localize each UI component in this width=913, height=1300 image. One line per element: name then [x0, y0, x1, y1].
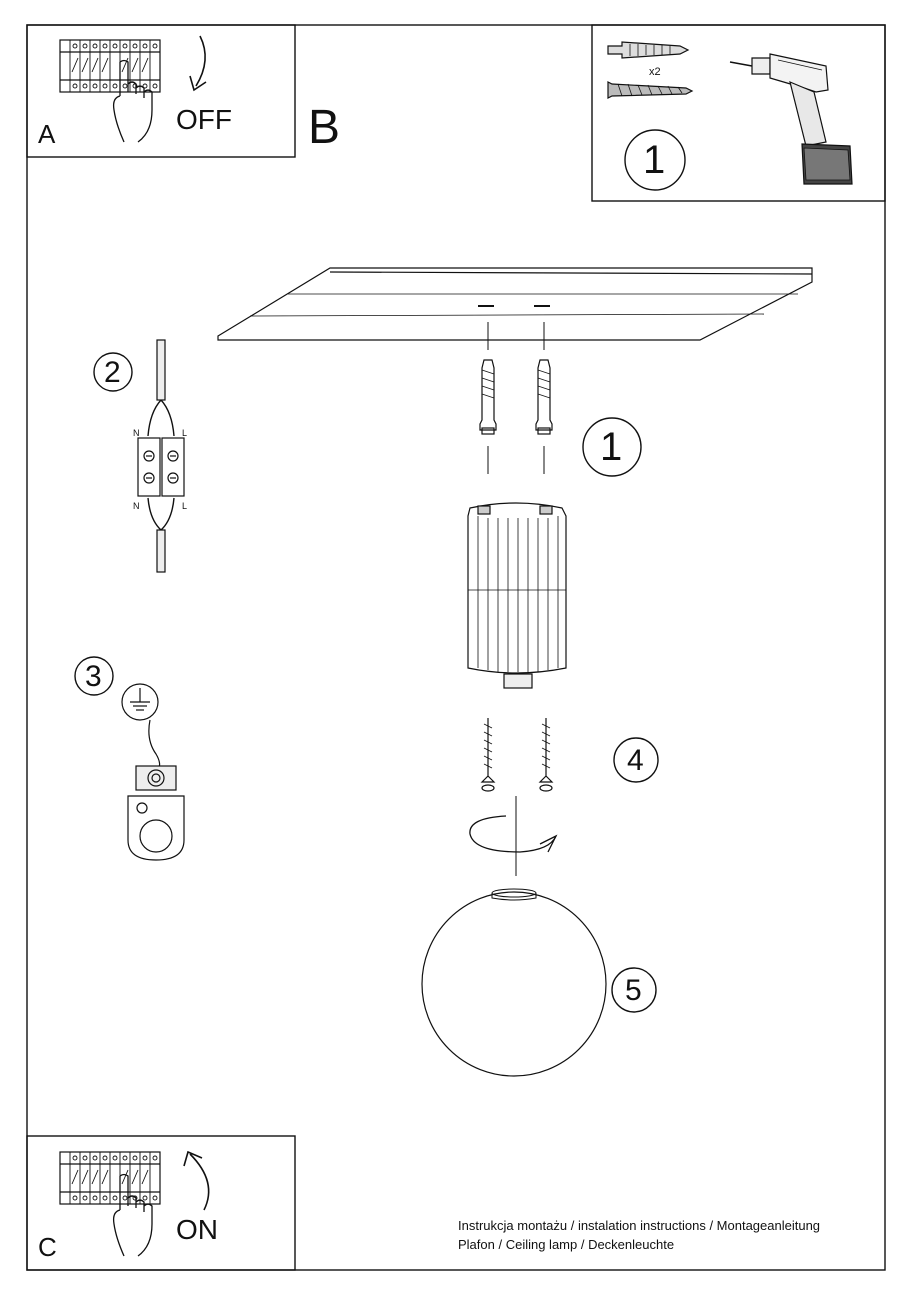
step-5-number: 5	[625, 974, 642, 1007]
step-circle	[74, 656, 114, 696]
screw-icon	[538, 718, 554, 792]
panel-c-letter: C	[38, 1232, 57, 1262]
arrow-down-icon	[189, 35, 207, 92]
tools-step-number: 1	[643, 138, 666, 182]
breaker-panel-icon	[59, 1151, 161, 1205]
ground-symbol-icon	[121, 683, 159, 721]
caption: Instrukcja montażu / instalation instruc…	[458, 1216, 820, 1254]
rotate-arrow-tip	[539, 834, 558, 853]
step-circle	[611, 967, 657, 1013]
rotate-arrow-icon	[469, 815, 557, 853]
wire-label-top-right: L	[182, 428, 188, 438]
tools-box	[591, 24, 886, 202]
caption-line-1: Instrukcja montażu / instalation instruc…	[458, 1218, 821, 1233]
caption-line-2: Plafon / Ceiling lamp / Deckenleuchte	[458, 1237, 675, 1252]
wall-plug-icon	[607, 41, 690, 59]
wire-label-top-left: N	[133, 428, 140, 438]
drill-icon	[729, 53, 853, 185]
step-4-number: 4	[627, 744, 644, 777]
step-2-number: 2	[104, 356, 121, 389]
hand-icon	[112, 1173, 153, 1257]
panel-a-box	[26, 24, 296, 158]
screw-icon	[480, 718, 496, 792]
glass-globe-icon	[421, 888, 607, 1077]
step-circle	[582, 417, 642, 477]
panel-a-letter: A	[38, 119, 56, 149]
terminal-block-icon	[137, 339, 185, 573]
step-1-number: 1	[600, 425, 623, 469]
step-3-number: 3	[85, 660, 102, 693]
tools-quantity: x2	[649, 66, 661, 78]
step-circle	[93, 352, 133, 392]
ceiling-plate-icon	[217, 267, 813, 341]
wall-plug-icon	[535, 359, 553, 435]
page-frame	[26, 24, 886, 1271]
guide-lines	[487, 322, 545, 876]
step-circle	[613, 737, 659, 783]
breaker-panel-icon	[59, 39, 161, 93]
wire-label-bottom-left: N	[133, 501, 140, 511]
step-circle	[624, 129, 686, 191]
screw-icon	[607, 81, 694, 99]
arrow-up-icon	[183, 1150, 210, 1211]
panel-b-letter: B	[308, 101, 341, 154]
panel-a-off-label: OFF	[176, 104, 232, 135]
fluted-socket-holder-icon	[467, 502, 567, 689]
hand-icon	[112, 59, 153, 143]
panel-c-on-label: ON	[176, 1214, 218, 1245]
panel-c-box	[26, 1135, 296, 1271]
wall-plug-icon	[479, 359, 497, 435]
wire-label-bottom-right: L	[182, 501, 188, 511]
ground-terminal	[127, 719, 185, 861]
